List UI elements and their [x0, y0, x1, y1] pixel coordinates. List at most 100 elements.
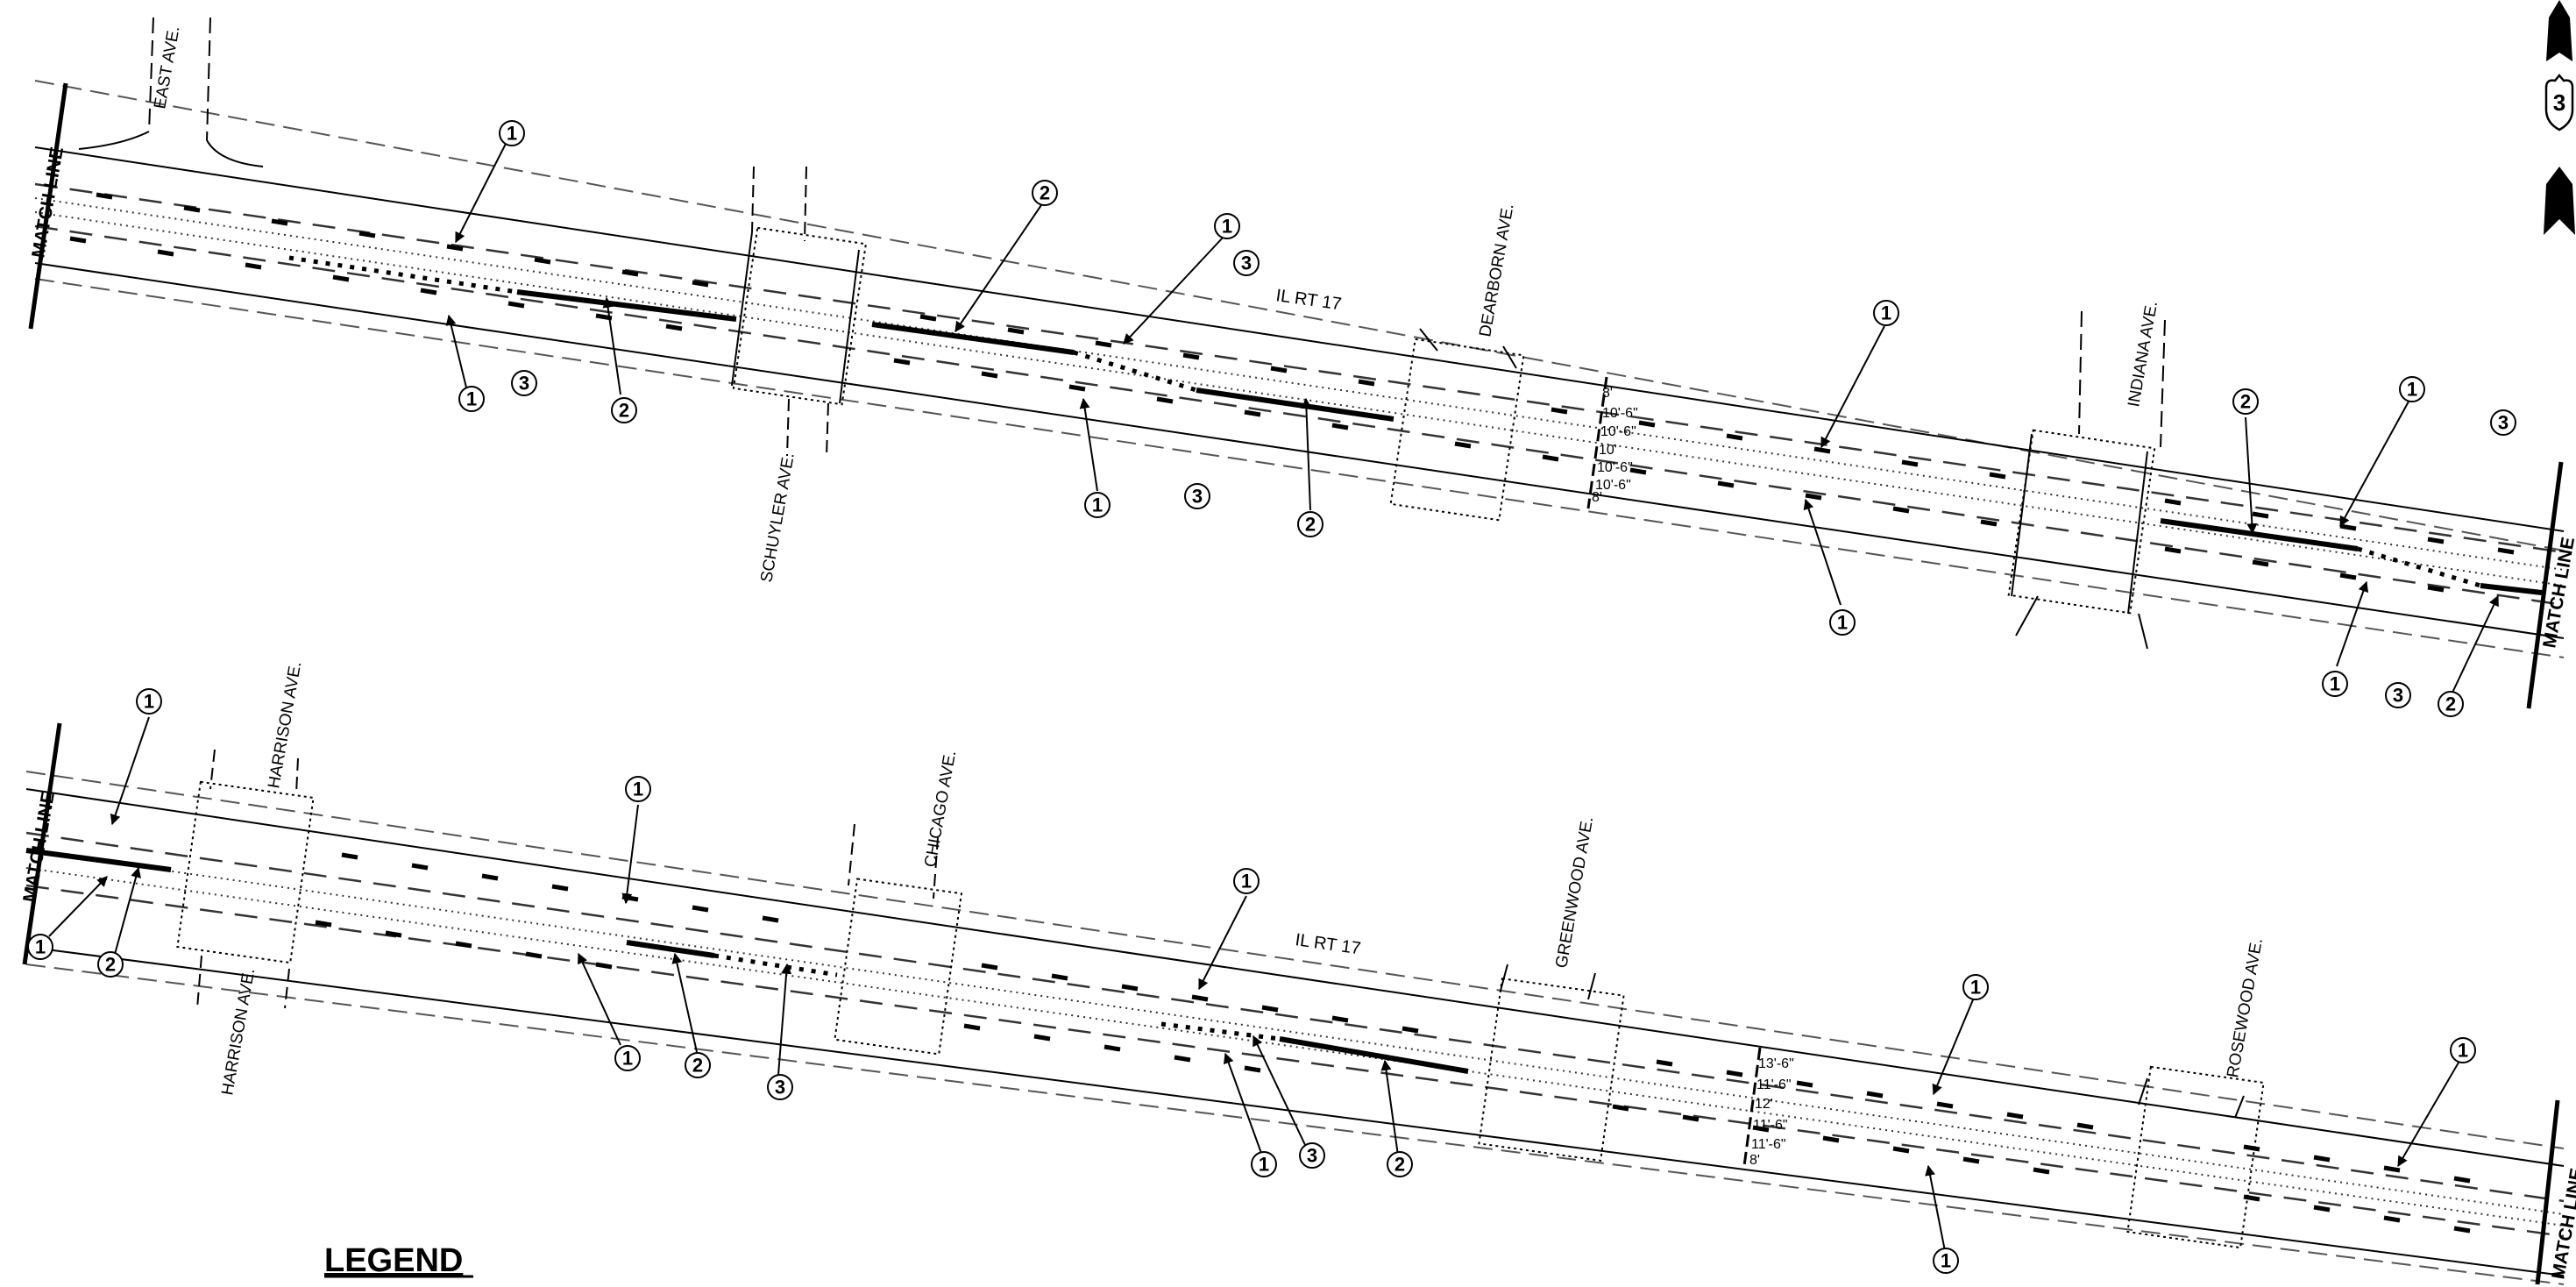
callout-number: 1 — [507, 123, 517, 145]
callout-number: 2 — [692, 1055, 703, 1077]
callout-number: 3 — [1192, 486, 1203, 508]
callout-number: 2 — [1040, 182, 1050, 204]
callout-number: 1 — [1970, 977, 1981, 999]
match-lines — [22, 82, 2564, 1285]
dimension-text: 8' — [1749, 1153, 1760, 1168]
callout-number: 2 — [619, 400, 629, 422]
dimension-text: 10'-6" — [1600, 424, 1636, 439]
lower-road-segment — [25, 771, 2565, 1285]
callout-number: 1 — [35, 936, 46, 958]
callout-number: 1 — [2330, 673, 2340, 695]
callout-number: 3 — [1241, 252, 1252, 274]
dimension-text: 11'-6" — [1751, 1137, 1786, 1152]
callout-1: 1 — [1214, 213, 1240, 239]
callout-2: 2 — [611, 397, 637, 423]
north-arrow-tail-icon — [2544, 167, 2575, 235]
callout-number: 1 — [1881, 302, 1891, 324]
match-line-upper-left — [28, 82, 68, 330]
callout-number: 1 — [466, 388, 477, 410]
callout-number: 3 — [775, 1077, 785, 1099]
lower-solid-markings — [25, 848, 1469, 1074]
dimension-text: 10' — [1599, 443, 1617, 458]
callout-1: 1 — [2322, 671, 2348, 697]
callout-3: 3 — [1184, 483, 1210, 509]
callout-1: 1 — [1084, 492, 1111, 518]
callout-number: 1 — [2407, 379, 2417, 401]
upper-dimensions: 8' 10'-6" 10'-6" 10' 10'-6" 10'-6" 8' — [1592, 386, 1638, 505]
dimension-text: 10'-6" — [1597, 460, 1633, 475]
callout-1: 1 — [499, 120, 525, 146]
lower-dimension-line — [1742, 1047, 1762, 1167]
legend-title: LEGEND — [324, 1242, 463, 1279]
callout-2: 2 — [2232, 388, 2259, 415]
street-label-rosewood: ROSEWOOD AVE. — [2224, 936, 2267, 1078]
callout-number: 1 — [1941, 1250, 1951, 1272]
upper-intersections — [731, 226, 2156, 615]
callout-1: 1 — [1933, 1248, 1959, 1274]
street-label-dearborn: DEARBORN AVE. — [1476, 203, 1517, 338]
callout-1: 1 — [614, 1045, 641, 1071]
callout-number: 2 — [2240, 391, 2251, 413]
callout-number: 3 — [2498, 412, 2509, 434]
callout-2: 2 — [1387, 1151, 1413, 1177]
upper-dimension-line — [1586, 376, 1608, 509]
callout-1: 1 — [2450, 1037, 2476, 1063]
upper-cross-streets — [78, 17, 2166, 650]
callout-1: 1 — [625, 776, 651, 802]
callout-3: 3 — [2490, 409, 2516, 436]
callout-2: 2 — [97, 951, 124, 978]
dimension-text: 10'-6" — [1595, 478, 1631, 493]
lower-lane-dashes — [315, 852, 2471, 1234]
dimension-text: 8' — [1592, 490, 1602, 505]
callout-number: 1 — [1092, 494, 1103, 516]
callout-1: 1 — [1873, 300, 1899, 326]
callout-number: 2 — [105, 954, 116, 976]
match-line-label-upper-left: MATCH LINE — [28, 146, 67, 260]
callout-3: 3 — [511, 370, 537, 396]
callout-number: 2 — [1394, 1154, 1405, 1176]
callout-number: 3 — [1307, 1145, 1317, 1167]
callout-2: 2 — [685, 1052, 711, 1078]
callout-2: 2 — [2438, 691, 2464, 717]
street-label-greenwood: GREENWOOD AVE. — [1552, 815, 1597, 970]
match-line-upper-right — [2526, 461, 2564, 709]
callout-3: 3 — [767, 1074, 793, 1100]
upper-dotted-markings — [288, 255, 2481, 588]
dimension-text: 8' — [1602, 386, 1613, 401]
callout-2: 2 — [1297, 511, 1323, 537]
street-label-chicago: CHICAGO AVE. — [921, 749, 960, 868]
lower-cross-streets — [196, 749, 2245, 1119]
dimension-text: 10'-6" — [1602, 406, 1638, 421]
callout-1: 1 — [1233, 868, 1260, 894]
callout-leaders — [48, 141, 2499, 1256]
callout-3: 3 — [2385, 682, 2411, 708]
street-label-harrison-south: HARRISON AVE. — [218, 967, 259, 1097]
callout-number: 1 — [1837, 612, 1848, 634]
callout-number: 1 — [1241, 871, 1252, 892]
callout-3: 3 — [1299, 1142, 1325, 1169]
dimension-text: 12' — [1755, 1097, 1773, 1112]
callout-1: 1 — [1829, 609, 1856, 636]
callout-number: 1 — [144, 691, 154, 713]
callout-number: 3 — [519, 373, 529, 395]
match-line-lower-right — [2535, 1099, 2560, 1285]
callout-number: 3 — [2393, 685, 2403, 707]
callout-number: 1 — [2458, 1040, 2468, 1062]
callout-1: 1 — [1962, 974, 1989, 1000]
street-label-east: EAST AVE. — [151, 25, 183, 110]
upper-road-segment — [34, 80, 2565, 658]
lower-intersections — [176, 780, 2265, 1249]
match-line-label-lower-right: MATCH LINE — [2548, 1167, 2576, 1281]
callout-2: 2 — [1032, 180, 1058, 206]
callout-1: 1 — [1251, 1151, 1277, 1177]
callout-1: 1 — [2399, 376, 2425, 402]
dimension-text: 11'-6" — [1756, 1077, 1792, 1092]
north-arrow-head-icon — [2546, 0, 2572, 61]
north-arrow-number: 3 — [2553, 89, 2565, 116]
route-label-upper: IL RT 17 — [1274, 286, 1343, 314]
callout-number: 1 — [1259, 1154, 1269, 1176]
callout-markers: 1 1 3 2 2 1 3 1 3 2 1 1 2 1 3 1 3 2 1 1 … — [27, 120, 2516, 1274]
match-line-label-lower-left: MATCH LINE — [19, 790, 59, 904]
dimension-text: 13'-6" — [1758, 1056, 1794, 1071]
